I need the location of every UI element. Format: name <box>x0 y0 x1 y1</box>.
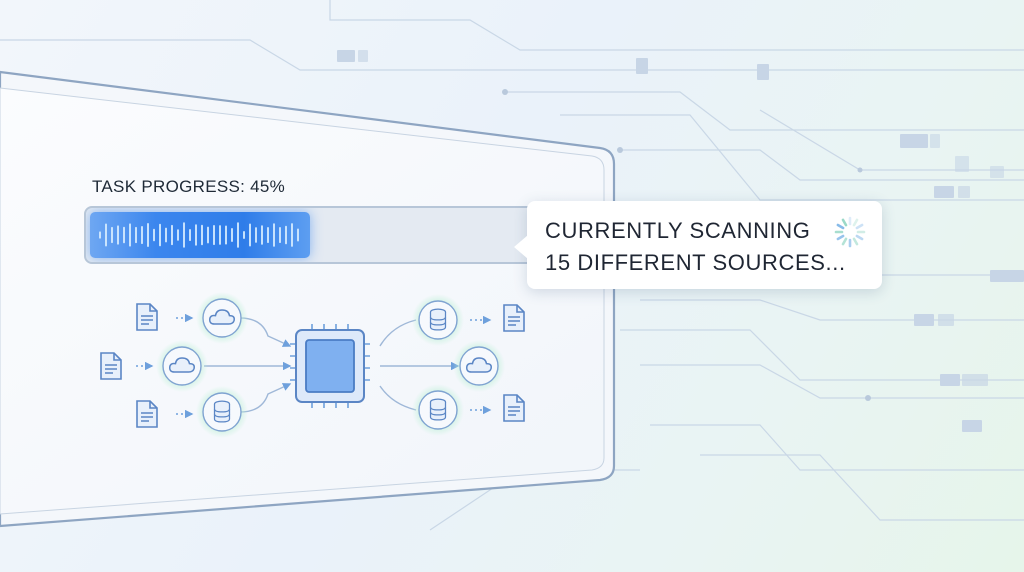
status-line-2: 15 DIFFERENT SOURCES... <box>545 250 846 275</box>
waveform-icon <box>99 222 299 248</box>
chip-icon <box>290 324 370 408</box>
document-icon <box>136 400 158 428</box>
spinner-tick <box>855 234 864 241</box>
spinner-tick <box>841 237 848 246</box>
spinner-tick <box>841 218 848 227</box>
progress-bar-fill <box>90 212 310 258</box>
document-icon <box>136 303 158 331</box>
database-node <box>412 384 464 436</box>
cloud-node <box>196 292 248 344</box>
database-icon <box>429 398 447 421</box>
loading-spinner-icon <box>834 216 866 248</box>
spinner-tick <box>836 234 845 241</box>
database-node <box>412 294 464 346</box>
progress-bar <box>84 206 584 264</box>
status-line-1: CURRENTLY SCANNING <box>545 218 811 243</box>
spinner-tick <box>855 223 864 230</box>
document-icon <box>100 352 122 380</box>
database-icon <box>213 400 231 423</box>
spinner-tick <box>852 237 859 246</box>
spinner-tick <box>852 218 859 227</box>
scanning-status-tooltip: CURRENTLY SCANNING 15 DIFFERENT SOURCES.… <box>514 201 882 289</box>
database-icon <box>429 308 447 331</box>
task-progress-label: TASK PROGRESS: 45% <box>92 177 286 196</box>
spinner-tick <box>836 223 845 230</box>
database-node <box>196 386 248 438</box>
document-icon <box>503 394 525 422</box>
document-icon <box>503 304 525 332</box>
cloud-node <box>453 340 505 392</box>
cloud-node <box>156 340 208 392</box>
